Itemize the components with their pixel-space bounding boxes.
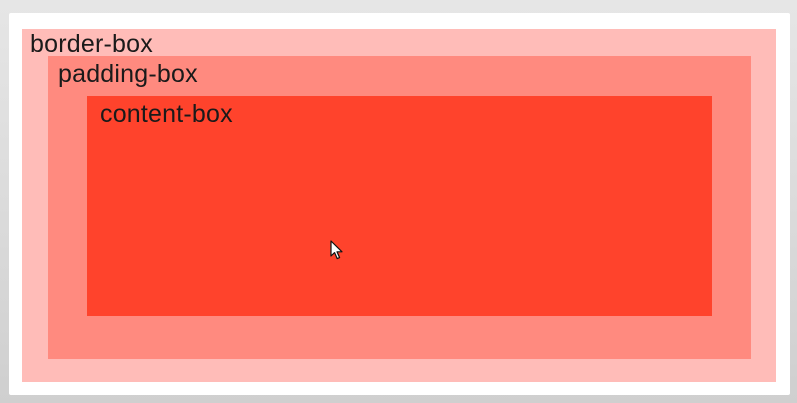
mouse-pointer-icon [330,240,343,260]
content-box-region: content-box [87,96,712,316]
padding-box-label: padding-box [58,60,198,88]
content-box-label: content-box [100,100,233,128]
border-box-label: border-box [30,30,153,58]
